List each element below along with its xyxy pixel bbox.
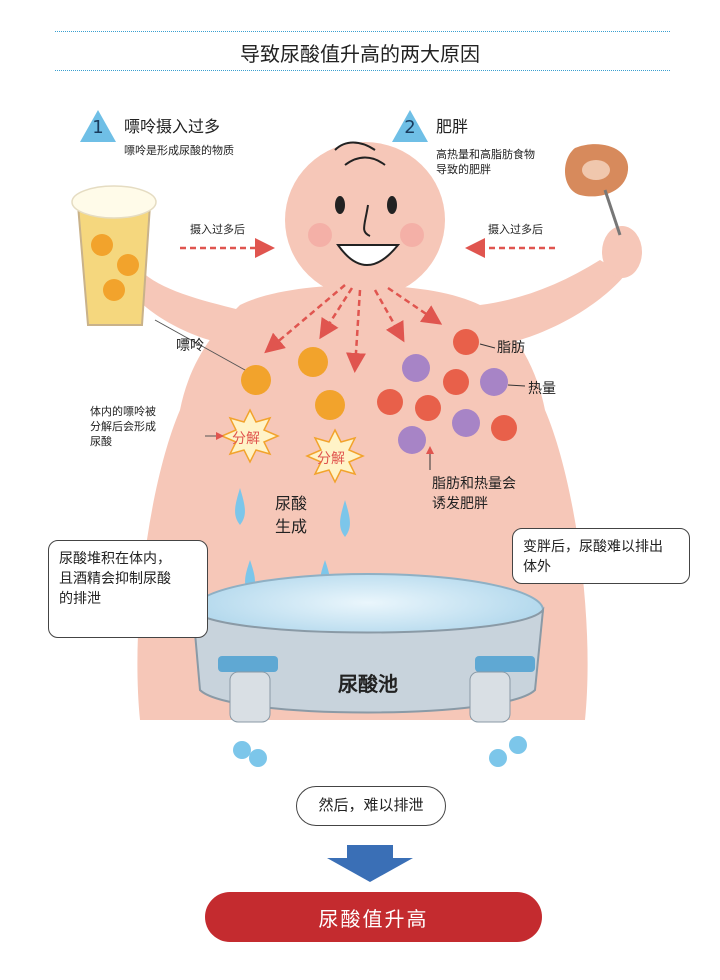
- bubble-bottom: 然后，难以排泄: [296, 786, 446, 826]
- calorie-label: 热量: [528, 381, 556, 397]
- bubble-right: 变胖后，尿酸难以排出 体外: [512, 528, 690, 584]
- uric-acid-generated-line2: 生成: [275, 517, 308, 536]
- decompose-burst-1-label: 分解: [232, 431, 260, 447]
- fat-note-line1: 脂肪和热量会: [432, 476, 516, 492]
- cause-1-sub: 嘌呤是形成尿酸的物质: [124, 144, 234, 157]
- number-2-triangle: [392, 110, 428, 142]
- decompose-note-line3: 尿酸: [90, 435, 112, 448]
- result-arrow: [327, 845, 413, 882]
- fat-and-calorie-balls: [377, 329, 517, 454]
- cause-2-sub-line2: 导致的肥胖: [436, 163, 491, 176]
- cause-1-number: 1: [92, 117, 104, 138]
- purine-balls: [241, 347, 345, 420]
- bubble-left-line1: 尿酸堆积在体内，: [59, 551, 171, 567]
- bubble-right-line2: 体外: [523, 559, 551, 575]
- arrow-right-label: 摄入过多后: [488, 223, 543, 236]
- page-title: 导致尿酸值升高的两大原因: [240, 42, 480, 66]
- decompose-note-line2: 分解后会形成: [90, 420, 156, 433]
- decompose-burst-2: [305, 428, 365, 484]
- fat-note-line2: 诱发肥胖: [432, 496, 488, 512]
- meat-on-fork-icon: [564, 144, 629, 236]
- decompose-note-line1: 体内的嘌呤被: [90, 405, 156, 418]
- bubble-right-line1: 变胖后，尿酸难以排出: [523, 539, 663, 555]
- beer-glass-icon: [71, 185, 157, 326]
- pool-label: 尿酸池: [338, 672, 398, 696]
- cause-2-sub-line1: 高热量和高脂肪食物: [436, 148, 535, 161]
- bubble-left-line2: 且酒精会抑制尿酸: [59, 571, 171, 587]
- title-rule-top: [55, 31, 670, 32]
- title-rule-bottom: [55, 70, 670, 71]
- result-banner: 尿酸值升高: [205, 892, 542, 942]
- uric-acid-generated-line1: 尿酸: [275, 494, 308, 513]
- cause-2-number: 2: [404, 117, 416, 138]
- uric-acid-pool: [191, 573, 545, 767]
- decompose-burst-1: [220, 408, 280, 464]
- purine-label: 嘌呤: [176, 338, 204, 354]
- decompose-burst-2-label: 分解: [317, 451, 345, 467]
- cause-1-heading: 嘌呤摄入过多: [124, 117, 221, 136]
- arrow-left-label: 摄入过多后: [190, 223, 245, 236]
- fat-label: 脂肪: [497, 340, 525, 356]
- number-1-triangle: [80, 110, 116, 142]
- cause-2-heading: 肥胖: [436, 117, 469, 136]
- bubble-left-line3: 的排泄: [59, 591, 101, 607]
- bubble-left: 尿酸堆积在体内， 且酒精会抑制尿酸 的排泄: [48, 540, 208, 638]
